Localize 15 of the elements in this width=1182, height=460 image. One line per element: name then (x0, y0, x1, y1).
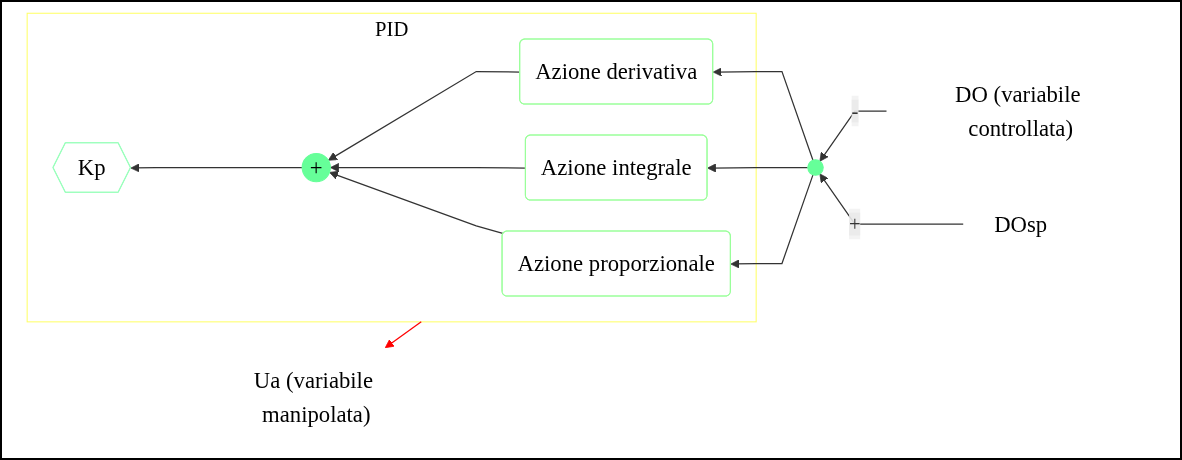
arrow (384, 321, 422, 349)
edge-label: + (849, 212, 861, 236)
arrow (712, 67, 814, 161)
arrow (819, 173, 964, 225)
edge-label: - (851, 99, 859, 123)
node-circle: + (301, 152, 331, 183)
arrow (819, 110, 888, 162)
arrow (130, 163, 303, 173)
node-text: DO (variabile controllata) (955, 81, 1081, 141)
node-text: Ua (variabile manipolata) (253, 367, 374, 428)
arrow (329, 170, 505, 235)
node-circle (807, 159, 824, 176)
node-text: DOsp (994, 211, 1048, 237)
arrow (730, 174, 814, 269)
arrow (707, 163, 809, 173)
